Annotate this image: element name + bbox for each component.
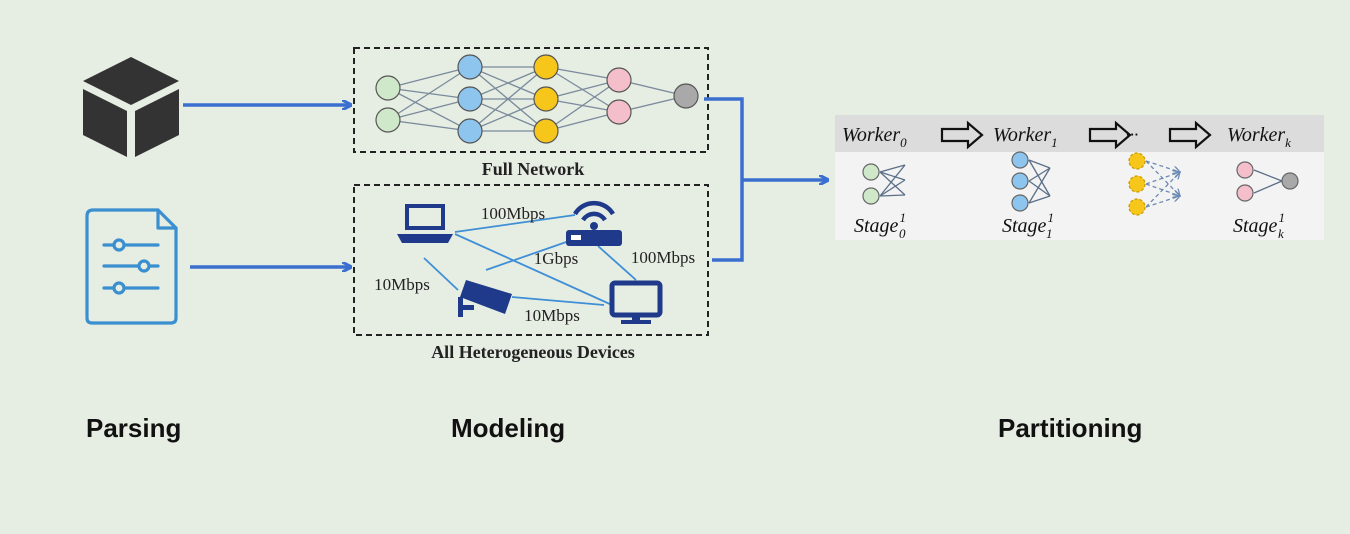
stage-label-modeling: Modeling [451,413,565,443]
stage-label-partitioning: Partitioning [998,413,1142,443]
network-edge-1-1-0 [469,66,547,100]
stage-0-graph-edge-1-2 [879,194,906,197]
stage-1-graph-edge-0-1 [1028,159,1051,197]
network-edge-0-1-0 [387,66,471,121]
monitor-icon [609,280,663,324]
stage-2-graph-node-2 [1128,198,1146,216]
router-icon [566,200,622,246]
stage-0-graph [862,163,906,205]
stage-k-graph-edge-0-0 [1253,169,1283,182]
stage-k-graph-node-0 [1236,161,1254,179]
config-document-icon [85,208,178,325]
stage-k-graph-out-node-0 [1281,172,1299,190]
partition-header [835,115,1324,152]
stage-graphs [862,151,1299,216]
network-edge-0-1-2 [387,119,471,132]
devices-box [353,184,709,336]
stage-1-graph-node-2 [1011,194,1029,212]
stage-1-graph-edge-2-1 [1028,195,1051,204]
stage-1-graph-edge-1-1 [1028,180,1051,197]
stage-1-graph-edge-0-0 [1028,159,1051,169]
network-node-2-2 [533,118,559,144]
full-network-box [353,47,709,153]
workers-ellipsis: ··· [1126,127,1139,142]
stage-2-graph-edge-2-1 [1145,196,1180,208]
network-node-1-0 [457,54,483,80]
stage-2-graph [1128,152,1180,216]
worker-0-label: Worker0 [842,124,907,150]
link-label-camera-monitor: 10Mbps [524,306,580,325]
network-node-3-0 [606,67,632,93]
network-edge-0-1-1 [387,98,471,121]
stage-2-graph-node-1 [1128,175,1146,193]
worker-arrows [940,120,1212,150]
merge-arrow [704,97,827,262]
link-label-router-monitor: 100Mbps [631,248,695,267]
stage-k-graph-node-1 [1236,184,1254,202]
worker-1-label: Worker1 [993,124,1058,150]
stage-0-graph-edge-1-1 [879,179,906,197]
stage-k-graph-edge-1-0 [1253,180,1283,194]
stage-1-graph-node-0 [1011,151,1029,169]
worker-k-label: Workerk [1227,124,1291,150]
network-edge-1-2-0 [469,66,547,132]
stage-0-graph-edge-0-2 [879,171,906,196]
network-node-3-1 [606,99,632,125]
model-cube-icon [83,57,179,157]
stage-1-graph [1011,151,1051,212]
stage-1-graph-edge-2-0 [1028,167,1051,204]
network-node-1-2 [457,118,483,144]
network-nodes [375,54,699,144]
stage-0-graph-node-1 [862,187,880,205]
network-node-0-1 [375,107,401,133]
security-camera-icon [458,280,512,317]
stage-2-graph-node-0 [1128,152,1146,170]
network-node-1-1 [457,86,483,112]
stage-0-graph-edge-0-1 [879,171,906,181]
stage-1-graph-node-1 [1011,172,1029,190]
stage-label-parsing: Parsing [86,413,181,443]
network-node-2-0 [533,54,559,80]
network-edge-2-2-0 [545,79,620,132]
network-node-2-1 [533,86,559,112]
stage-1-graph-edge-1-0 [1028,167,1051,182]
link-label-laptop-camera: 10Mbps [374,275,430,294]
devices-caption: All Heterogeneous Devices [431,342,635,362]
stage-2-graph-edge-2-0 [1145,172,1180,208]
network-node-0-0 [375,75,401,101]
link-label-router-camera: 1Gbps [534,249,578,268]
stage-0-graph-node-0 [862,163,880,181]
stage-0-graph-edge-1-0 [879,164,906,197]
network-edge-1-2-1 [469,98,547,132]
stage-k-graph [1236,161,1299,202]
network-node-4-0 [673,83,699,109]
network-edge-0-0-0 [387,66,471,89]
laptop-icon [397,204,453,243]
stage-0-graph-edge-0-0 [879,164,906,173]
link-label-laptop-router: 100Mbps [481,204,545,223]
full-network-caption: Full Network [482,159,585,179]
device-links [423,214,637,306]
